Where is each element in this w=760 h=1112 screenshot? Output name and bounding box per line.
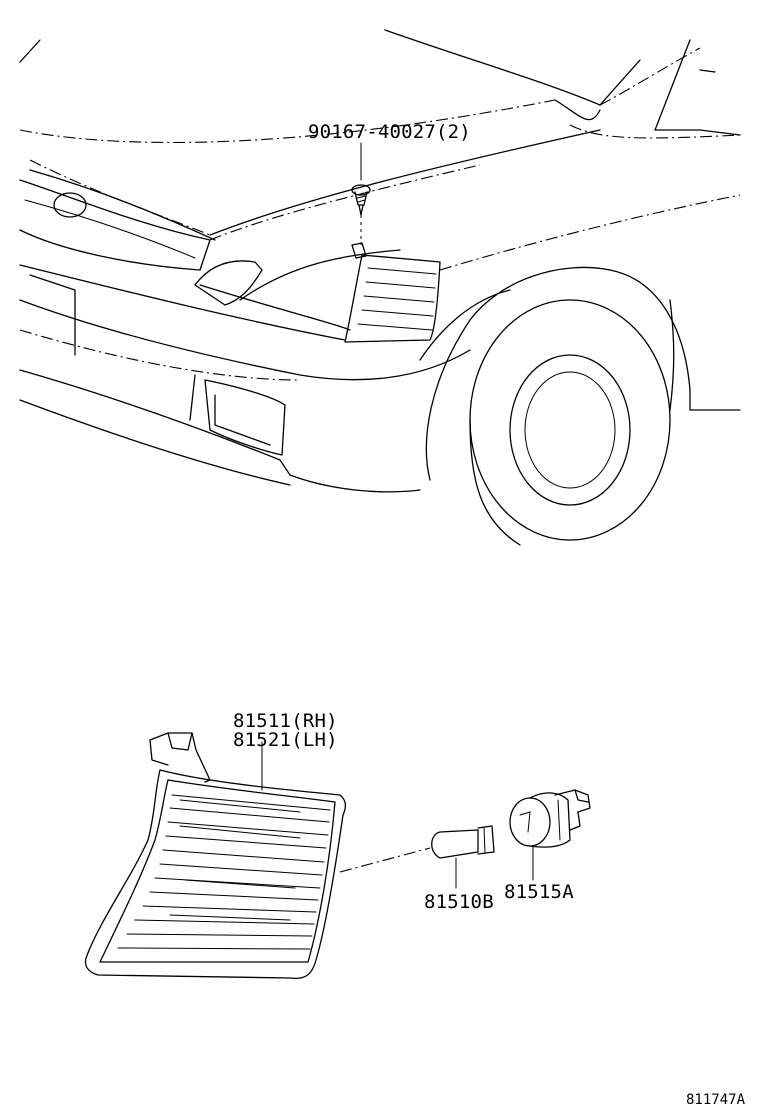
socket-icon	[509, 789, 591, 848]
diagram-id: 811747A	[686, 1092, 746, 1108]
vehicle-front-illustration	[19, 29, 741, 546]
lamp-part-number-rh: 81511(RH)	[233, 710, 338, 732]
bulb-part-number: 81510B	[424, 891, 494, 913]
screw-part-number: 90167-40027(2)	[308, 121, 471, 143]
lamp-part-number-lh: 81521(LH)	[233, 729, 338, 751]
screw-icon	[351, 184, 371, 216]
side-marker-lamp	[84, 732, 347, 980]
socket-part-number: 81515A	[504, 881, 574, 903]
installed-marker-lamp	[344, 242, 441, 343]
bulb-icon	[431, 825, 495, 859]
